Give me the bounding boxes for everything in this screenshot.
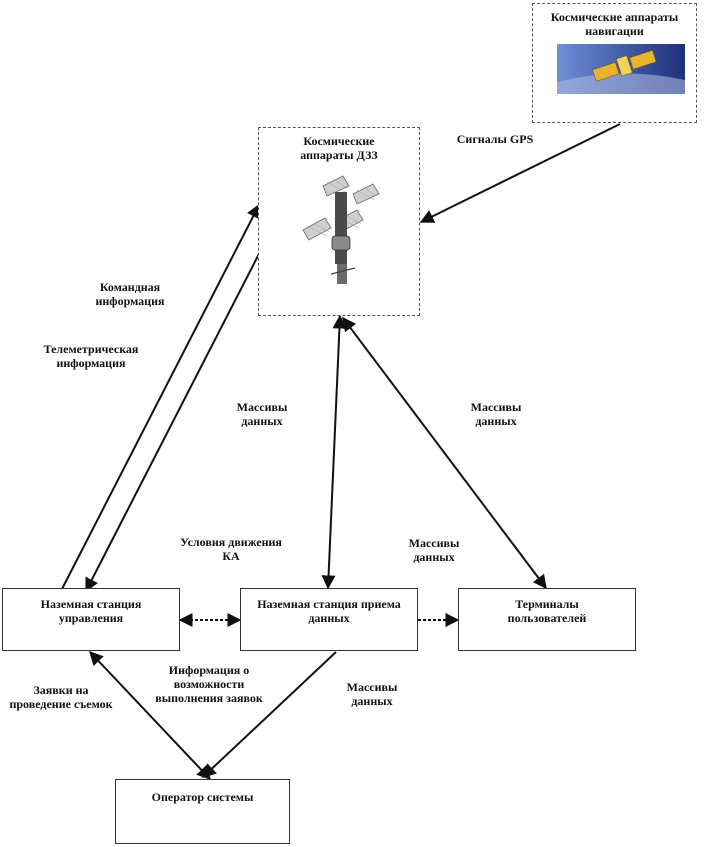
node-user-terminals-title: Терминалы пользователей [507, 597, 587, 625]
label-data-arrays-right: Массивы данных [470, 400, 522, 428]
node-dzz-sat-title: Космические аппараты ДЗЗ [300, 134, 378, 162]
arrow-command [61, 203, 260, 590]
node-nav-sat-title: Космические аппараты навигации [550, 10, 679, 38]
node-operator: Оператор системы [115, 779, 290, 844]
node-receive-station: Наземная станция приема данных [240, 588, 418, 651]
node-control-station: Наземная станция управления [2, 588, 180, 651]
arrow-center-data [321, 314, 347, 590]
node-dzz-sat: Космические аппараты ДЗЗ [258, 127, 420, 316]
arrow-telemetry [85, 247, 263, 593]
label-motion-conditions: Условия движения КА [180, 535, 282, 563]
arrow-gps [419, 123, 621, 223]
label-command-info: Командная информация [95, 280, 165, 308]
label-gps-signals: Сигналы GPS [456, 132, 534, 146]
node-user-terminals: Терминалы пользователей [458, 588, 636, 651]
label-data-arrays-bottom: Массивы данных [346, 680, 398, 708]
node-receive-station-title: Наземная станция приема данных [257, 597, 401, 625]
navigation-satellite-icon [557, 44, 685, 94]
label-data-arrays-mid: Массивы данных [408, 536, 460, 564]
arrow-right-data [342, 316, 547, 590]
label-survey-requests: Заявки на проведение съемок [9, 683, 113, 711]
label-data-arrays-center: Массивы данных [236, 400, 288, 428]
label-telemetry-info: Телеметрическая информация [43, 342, 139, 370]
earth-observation-satellite-icon [302, 175, 380, 284]
arrow-bottom-data [201, 651, 337, 778]
label-capability-info: Информация о возможности выполнения заяв… [155, 663, 263, 705]
arrow-requests [89, 650, 211, 781]
node-control-station-title: Наземная станция управления [40, 597, 142, 625]
node-nav-sat: Космические аппараты навигации [532, 3, 697, 123]
node-operator-title: Оператор системы [151, 790, 254, 804]
